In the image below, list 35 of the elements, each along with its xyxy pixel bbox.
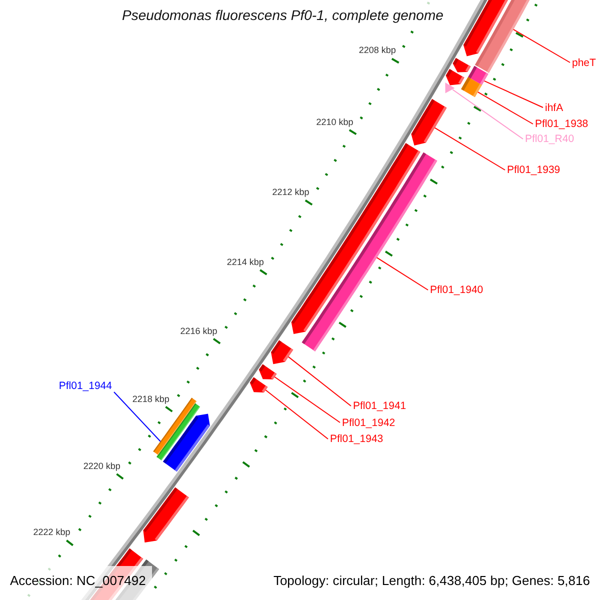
gene-feature — [258, 364, 277, 380]
scale-label: 2208 kbp — [358, 45, 396, 56]
leader-line — [265, 390, 328, 440]
leader-line — [114, 392, 161, 442]
leader-line — [452, 89, 524, 140]
leader-line — [434, 127, 506, 170]
genome-stats: Topology: circular; Length: 6,438,405 bp; Genes: 5,816 — [273, 573, 590, 589]
scale-label: 2222 kbp — [33, 527, 70, 538]
scale-label: 2220 kbp — [83, 460, 120, 471]
scale-label: 2212 kbp — [272, 187, 310, 198]
gene-feature — [411, 99, 447, 146]
gene-feature — [153, 398, 210, 472]
gene-label: Pfl01_1938 — [535, 118, 588, 130]
scale-label: 2214 kbp — [226, 256, 264, 267]
gene-label: Pfl01_1944 — [58, 380, 112, 392]
leader-line — [376, 257, 428, 290]
leader-line — [512, 28, 570, 63]
leader-line — [288, 356, 352, 406]
gene-label: Pfl01_1939 — [507, 164, 560, 176]
gene-label: ihfA — [545, 102, 564, 114]
leader-line — [484, 80, 544, 108]
scale-label: 2210 kbp — [316, 116, 354, 127]
leader-line — [274, 376, 340, 423]
scale-label: 2218 kbp — [132, 394, 170, 404]
leader-line — [477, 92, 534, 124]
gene-label: Pfl01_1940 — [430, 284, 484, 296]
scale-label: 2216 kbp — [180, 326, 218, 336]
gene-label: Pfl01_R40 — [525, 133, 574, 145]
gene-label: pheT — [572, 56, 596, 68]
gene-feature — [250, 377, 268, 392]
gene-label: Pfl01_1941 — [353, 400, 406, 412]
gene-feature — [463, 0, 530, 73]
gene-label: Pfl01_1943 — [330, 433, 384, 445]
gene-feature — [271, 340, 294, 364]
gene-label: Pfl01_1942 — [342, 416, 396, 428]
